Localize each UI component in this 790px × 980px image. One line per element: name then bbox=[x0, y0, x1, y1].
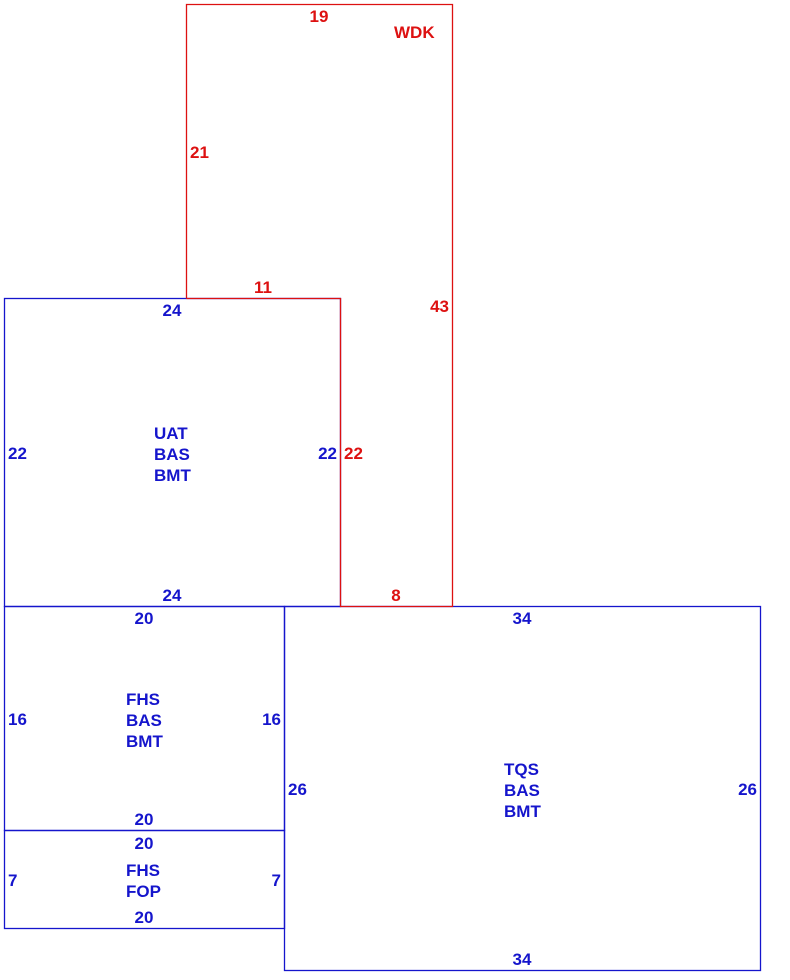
dim-fhs-fop-left: 7 bbox=[8, 871, 17, 890]
label-fhs-bmt-line1: FHS bbox=[126, 690, 160, 709]
label-uat-line3: BMT bbox=[154, 466, 191, 485]
dim-wdk-inner-left: 22 bbox=[344, 444, 363, 463]
label-fhs-bmt-line3: BMT bbox=[126, 732, 163, 751]
area-wdk-outline bbox=[185, 3, 454, 608]
dim-wdk-bottom: 8 bbox=[391, 586, 400, 605]
dim-uat-bottom: 24 bbox=[163, 586, 182, 605]
dim-fhs-fop-right: 7 bbox=[272, 871, 281, 890]
dim-wdk-left-upper: 21 bbox=[190, 143, 209, 162]
area-tqs[interactable]: 34 26 26 34 TQS BAS BMT bbox=[283, 605, 762, 972]
dim-fhs-fop-top: 20 bbox=[135, 834, 154, 853]
label-tqs-line2: BAS bbox=[504, 781, 540, 800]
area-fhs-bmt[interactable]: 20 16 16 20 FHS BAS BMT bbox=[3, 605, 286, 832]
label-fhs-bmt-line2: BAS bbox=[126, 711, 162, 730]
area-fhs-fop[interactable]: 20 7 7 20 FHS FOP bbox=[3, 829, 286, 930]
dim-fhs-fop-bottom: 20 bbox=[135, 908, 154, 927]
dim-wdk-right: 43 bbox=[430, 297, 449, 316]
label-uat-line1: UAT bbox=[154, 424, 188, 443]
area-uat[interactable]: 24 22 22 24 UAT BAS BMT bbox=[3, 297, 342, 608]
dim-tqs-top: 34 bbox=[513, 609, 532, 628]
area-tqs-outline bbox=[283, 605, 762, 972]
dim-wdk-inner-top: 11 bbox=[254, 278, 272, 297]
dim-tqs-right: 26 bbox=[738, 780, 757, 799]
dim-uat-left: 22 bbox=[8, 444, 27, 463]
dim-fhs-bmt-right: 16 bbox=[262, 710, 281, 729]
dim-fhs-bmt-left: 16 bbox=[8, 710, 27, 729]
dim-wdk-top: 19 bbox=[310, 7, 329, 26]
label-fhs-fop-line2: FOP bbox=[126, 882, 161, 901]
dim-tqs-bottom: 34 bbox=[513, 950, 532, 969]
dim-fhs-bmt-top: 20 bbox=[135, 609, 154, 628]
dim-tqs-left: 26 bbox=[288, 780, 307, 799]
label-wdk: WDK bbox=[394, 23, 435, 42]
dim-uat-right: 22 bbox=[318, 444, 337, 463]
label-fhs-fop-line1: FHS bbox=[126, 861, 160, 880]
label-tqs-line3: BMT bbox=[504, 802, 541, 821]
label-uat-line2: BAS bbox=[154, 445, 190, 464]
label-tqs-line1: TQS bbox=[504, 760, 539, 779]
dim-uat-top: 24 bbox=[163, 301, 182, 320]
dim-fhs-bmt-bottom: 20 bbox=[135, 810, 154, 829]
area-wdk[interactable]: 19 WDK 21 11 43 22 8 bbox=[185, 3, 454, 608]
